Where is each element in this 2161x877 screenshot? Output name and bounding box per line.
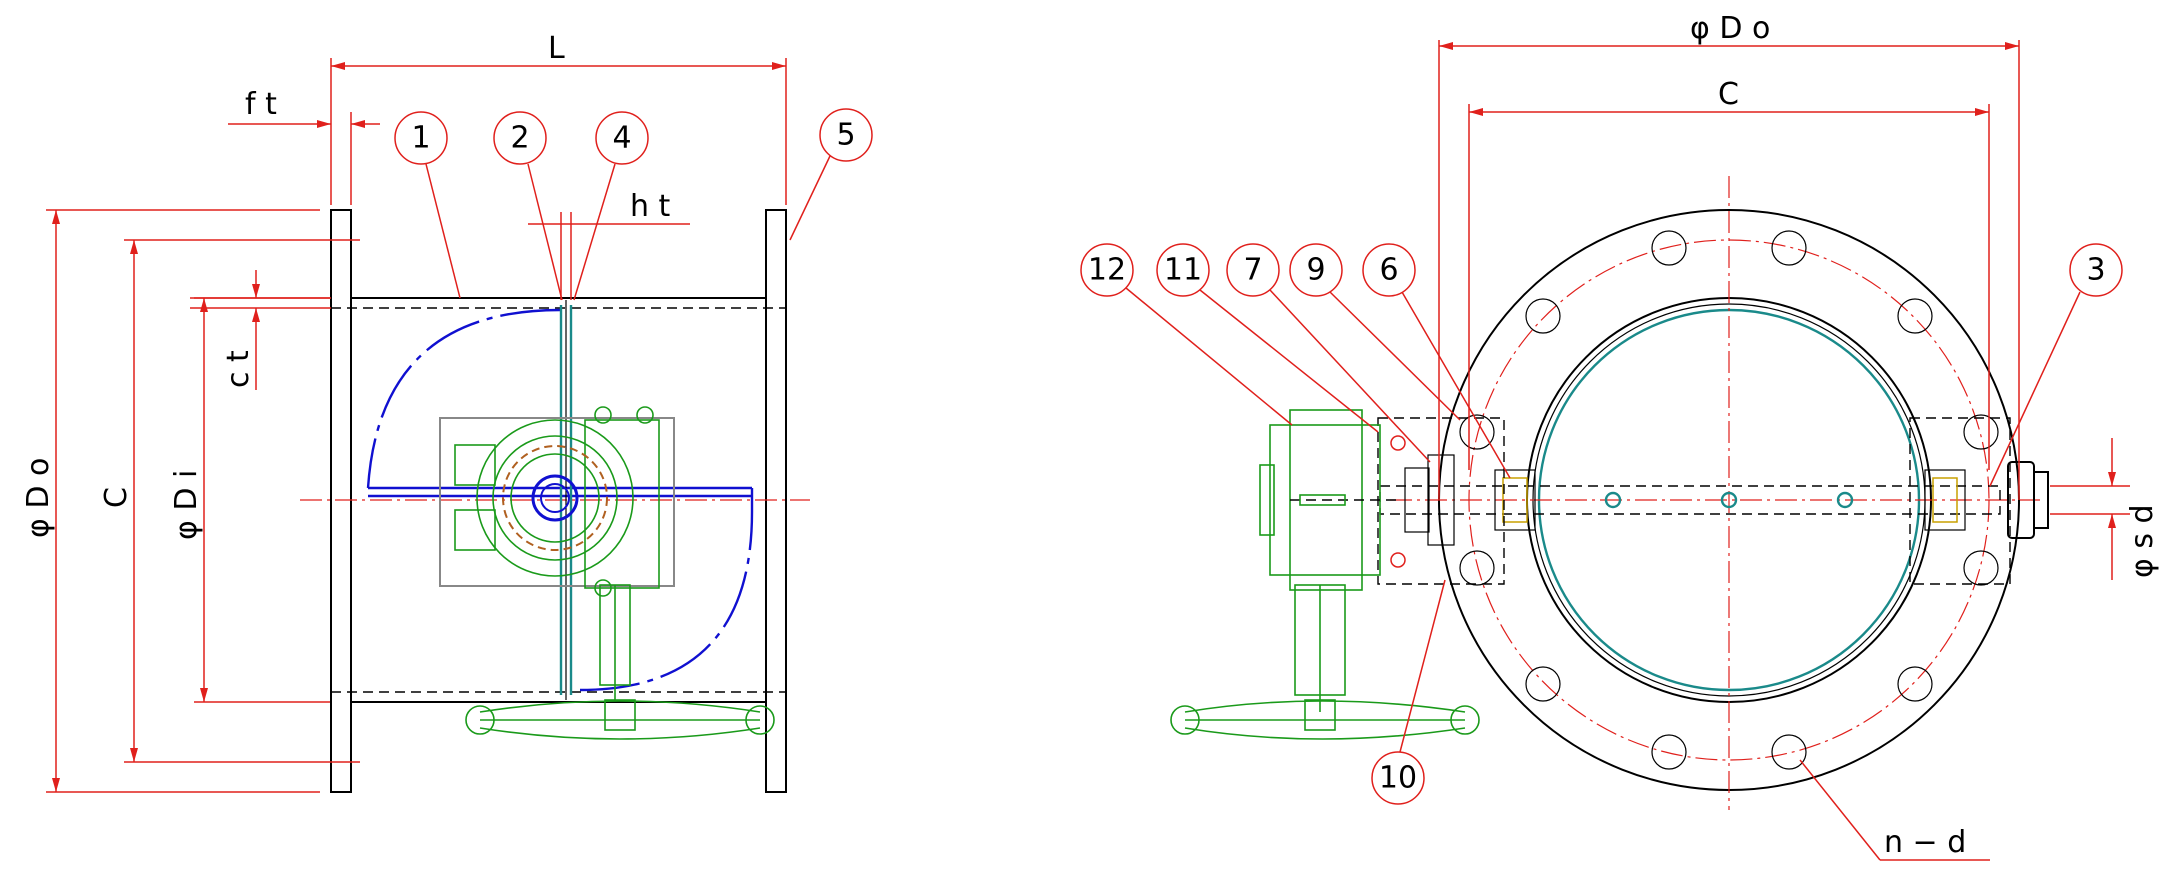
dim-nd-label: n − d xyxy=(1884,825,1966,860)
svg-text:6: 6 xyxy=(1379,253,1398,288)
dim-phisd-label: φ s d xyxy=(2125,504,2160,578)
dim-ft-label: f t xyxy=(245,87,277,122)
bolt-holes xyxy=(1459,230,1999,770)
balloon-7: 7 xyxy=(1226,243,1431,463)
svg-text:12: 12 xyxy=(1088,253,1126,288)
balloon-3: 3 xyxy=(1989,243,2123,487)
front-view: φ D o C φ s d n − d 12 11 xyxy=(1080,11,2160,861)
dim-phiDo-right-label: φ D o xyxy=(1690,11,1770,46)
svg-text:3: 3 xyxy=(2086,253,2105,288)
svg-text:9: 9 xyxy=(1306,253,1325,288)
svg-text:1: 1 xyxy=(411,121,430,156)
svg-text:7: 7 xyxy=(1243,253,1262,288)
svg-text:5: 5 xyxy=(836,118,855,153)
dim-ht-label: h t xyxy=(630,189,671,224)
dim-ct-label: c t xyxy=(221,350,256,388)
dim-C-left-label: C xyxy=(99,487,134,508)
balloon-5: 5 xyxy=(789,108,873,241)
dim-C-right-label: C xyxy=(1718,77,1739,112)
svg-text:10: 10 xyxy=(1379,761,1417,796)
balloon-2: 2 xyxy=(493,111,563,301)
svg-text:11: 11 xyxy=(1164,253,1202,288)
dim-phiDi-label: φ D i xyxy=(169,470,204,540)
balloon-1: 1 xyxy=(394,111,461,299)
dim-phiDo-left-label: φ D o xyxy=(21,458,56,538)
handwheel-front xyxy=(1170,699,1480,740)
handwheel-side xyxy=(465,699,775,740)
balloon-9: 9 xyxy=(1289,243,1461,421)
balloon-6: 6 xyxy=(1362,243,1511,479)
balloon-10: 10 xyxy=(1371,579,1446,805)
disc-swing-arc-bottom xyxy=(579,511,754,692)
svg-text:4: 4 xyxy=(612,121,631,156)
right-flange xyxy=(765,209,787,793)
side-view: L f t h t c t φ D o C xyxy=(21,31,873,793)
gearbox-outline xyxy=(439,417,675,587)
svg-text:2: 2 xyxy=(510,121,529,156)
gear-operator-side xyxy=(454,406,660,700)
left-flange xyxy=(330,209,352,793)
disc-swing-arc-top xyxy=(366,308,561,489)
balloon-11: 11 xyxy=(1156,243,1379,433)
dim-L-label: L xyxy=(548,31,565,66)
gear-operator-front xyxy=(1259,409,1400,712)
balloon-4: 4 xyxy=(573,111,649,301)
balloon-12: 12 xyxy=(1080,243,1293,426)
